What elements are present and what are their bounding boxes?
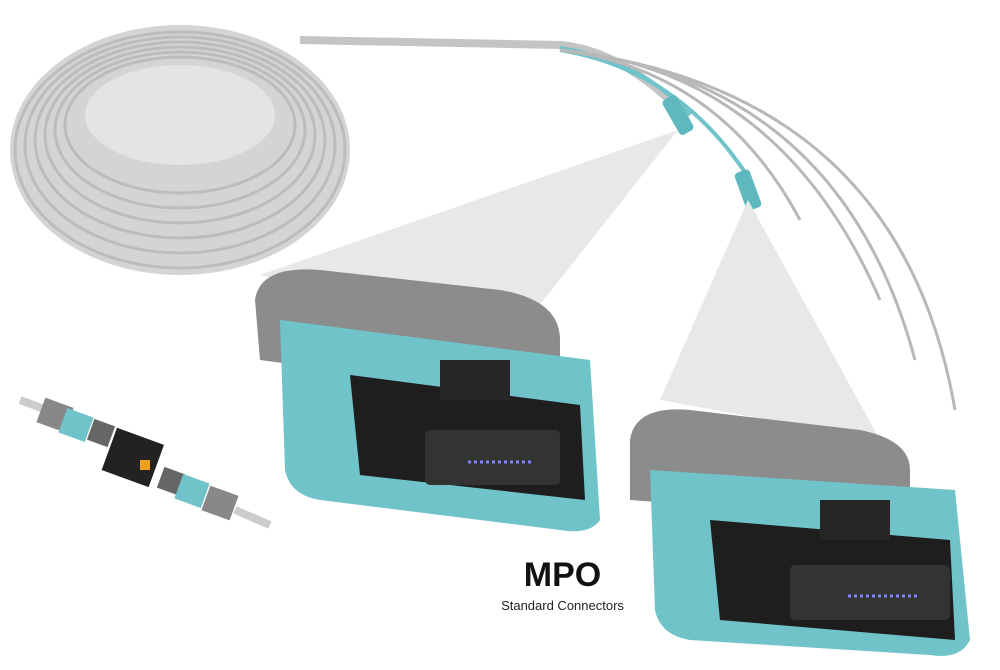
mpo-connector-large-left — [255, 269, 600, 532]
mpo-adapter-illustration — [18, 396, 272, 529]
caption-subtitle: Standard Connectors — [501, 598, 624, 613]
cable-coil — [10, 25, 350, 275]
breakout-cables — [299, 36, 957, 411]
small-mpo-connectors — [662, 95, 762, 211]
mpo-connector-large-right — [630, 409, 970, 656]
zoom-cone-right — [660, 200, 880, 440]
caption-title: MPO — [523, 556, 602, 594]
